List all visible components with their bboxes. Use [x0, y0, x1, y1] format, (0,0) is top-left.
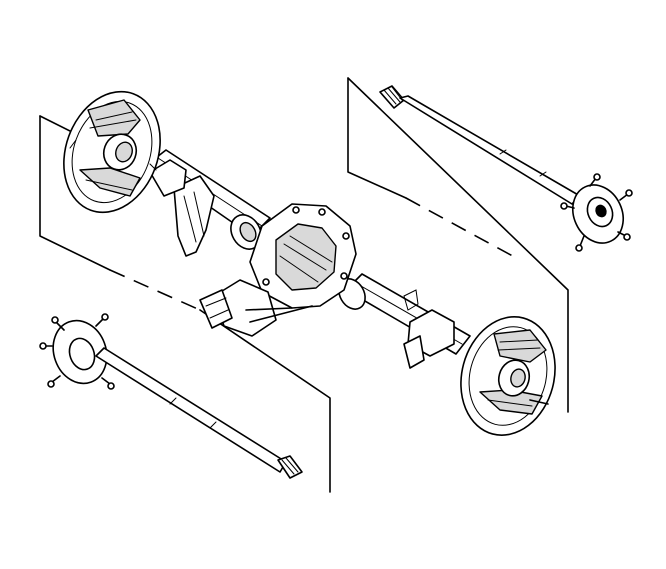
left-callout-bracket-outer [199, 309, 331, 493]
right-shaft-body [399, 95, 581, 205]
left-wheel-studs [43, 317, 111, 385]
pinion-nose [213, 279, 277, 337]
left-brake-shoe-lower [79, 167, 141, 197]
left-shaft-spline [277, 455, 303, 479]
right-axle-shaft-icon [379, 85, 633, 252]
right-shaft-spline [379, 85, 405, 109]
left-shaft-body [95, 347, 287, 473]
axle-housing-icon [147, 149, 471, 369]
right-wheel-studs [565, 177, 629, 247]
right-callout-dash-line [405, 197, 521, 261]
left-axle-shaft-icon [39, 313, 303, 479]
left-callout-bracket [39, 115, 111, 271]
right-brake-shoe-upper [493, 329, 547, 363]
right-callout-bracket-outer [347, 77, 569, 413]
left-brake-backing-plate-icon [63, 90, 161, 214]
carrier-cover [275, 223, 337, 291]
left-brake-shoe-upper [87, 99, 141, 137]
pinion-yoke [199, 289, 233, 329]
differential-carrier-icon [199, 203, 357, 337]
right-axle-shaft-callout [347, 77, 569, 413]
left-callout-dash-line [109, 269, 201, 311]
right-callout-bracket [347, 77, 407, 199]
right-brake-backing-plate-icon [460, 316, 556, 436]
